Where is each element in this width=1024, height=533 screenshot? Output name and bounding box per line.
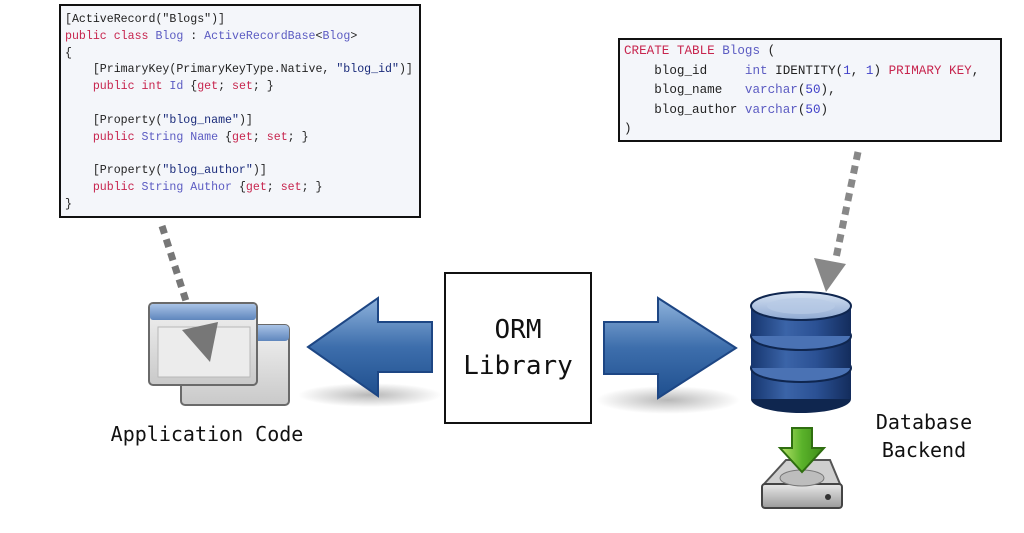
- code-token: {: [218, 130, 232, 144]
- code-token: public class: [65, 29, 156, 43]
- code-token: varchar: [744, 83, 798, 98]
- code-line: [PrimaryKey(PrimaryKeyType.Native, "blog…: [65, 62, 415, 79]
- code-token: )]: [238, 113, 253, 127]
- code-token: blog_id: [624, 63, 745, 78]
- code-token: >: [350, 29, 358, 43]
- code-token: )]: [398, 63, 413, 77]
- code-token: Id: [169, 80, 184, 94]
- code-token: String Author: [141, 180, 232, 194]
- code-token: ): [624, 122, 632, 137]
- code-line: }: [65, 197, 415, 214]
- code-token: ,: [971, 63, 980, 78]
- code-token: 50: [805, 83, 821, 98]
- code-token: {: [231, 180, 246, 194]
- code-token: IDENTITY(: [767, 63, 844, 78]
- database-stack-icon: [750, 291, 852, 413]
- code-token: get: [245, 180, 267, 194]
- database-backend-label: Database Backend: [862, 408, 986, 464]
- code-token: ;: [266, 180, 281, 194]
- code-token: }: [65, 197, 72, 211]
- code-token: ; }: [301, 180, 323, 194]
- code-token: set: [266, 130, 288, 144]
- code-token: get: [231, 130, 253, 144]
- code-token: (: [797, 83, 806, 98]
- code-line: CREATE TABLE Blogs (: [624, 42, 996, 62]
- right-arrow: [596, 296, 740, 414]
- code-token: [Property(: [65, 164, 163, 178]
- code-line: [Property("blog_name")]: [65, 113, 415, 130]
- code-token: ;: [218, 80, 233, 94]
- code-token: ,: [850, 63, 866, 78]
- application-code-label: Application Code: [110, 422, 304, 446]
- code-token: int: [744, 63, 768, 78]
- code-token: "blog_id": [336, 63, 399, 77]
- code-token: public int: [65, 80, 170, 94]
- code-token: {: [183, 80, 198, 94]
- code-token: set: [232, 80, 253, 94]
- code-line: public String Author {get; set; }: [65, 180, 415, 197]
- sql-code-box: CREATE TABLE Blogs ( blog_id int IDENTIT…: [618, 38, 1002, 142]
- code-token: set: [280, 180, 302, 194]
- code-token: [PrimaryKey(PrimaryKeyType.Native,: [65, 63, 337, 77]
- code-line: public int Id {get; set; }: [65, 79, 415, 96]
- code-token: Blog: [322, 29, 351, 43]
- code-token: Blog: [155, 29, 184, 43]
- code-token: {: [65, 46, 72, 60]
- code-line: blog_author varchar(50): [624, 101, 996, 121]
- code-line: blog_id int IDENTITY(1, 1) PRIMARY KEY,: [624, 62, 996, 82]
- code-token: (: [760, 44, 776, 58]
- orm-library-box: ORM Library: [444, 272, 592, 424]
- code-token: blog_name: [624, 83, 745, 98]
- code-token: public: [65, 130, 142, 144]
- code-line: [ActiveRecord("Blogs")]: [65, 12, 415, 29]
- orm-label-line2: Library: [463, 351, 573, 381]
- application-windows-icon: [148, 302, 290, 406]
- left-arrow: [298, 296, 442, 407]
- code-token: ): [873, 63, 889, 78]
- code-token: )]: [252, 164, 267, 178]
- code-token: ): [820, 102, 829, 117]
- code-token: [ActiveRecord("Blogs")]: [65, 13, 226, 26]
- code-token: ),: [820, 83, 836, 98]
- code-token: Blogs: [722, 44, 761, 58]
- code-token: ; }: [287, 130, 309, 144]
- code-token: get: [197, 80, 219, 94]
- code-token: <: [315, 29, 323, 43]
- code-line: ): [624, 120, 996, 140]
- code-token: 50: [805, 102, 821, 117]
- code-token: String Name: [141, 130, 219, 144]
- database-label-line2: Backend: [881, 438, 967, 462]
- csharp-code-box: [ActiveRecord("Blogs")] public class Blog…: [59, 4, 421, 218]
- code-line: public String Name {get; set; }: [65, 130, 415, 147]
- code-token: "blog_name": [162, 113, 239, 127]
- code-token: public: [65, 180, 142, 194]
- code-token: ActiveRecordBase: [204, 29, 316, 43]
- orm-label-line1: ORM: [494, 315, 542, 345]
- code-line: blog_name varchar(50),: [624, 81, 996, 101]
- code-token: ;: [252, 130, 267, 144]
- code-token: (: [797, 102, 806, 117]
- code-token: [Property(: [65, 113, 163, 127]
- code-token: blog_author: [624, 102, 745, 117]
- connector-sql-to-db: [814, 151, 862, 292]
- code-token: CREATE TABLE: [624, 44, 723, 58]
- code-token: PRIMARY KEY: [888, 63, 972, 78]
- code-token: ; }: [252, 80, 274, 94]
- code-token: 1: [865, 63, 874, 78]
- code-line: {: [65, 46, 415, 63]
- code-token: "blog_author": [162, 164, 253, 178]
- code-token: :: [183, 29, 205, 43]
- database-label-line1: Database: [875, 410, 973, 434]
- code-line: public class Blog : ActiveRecordBase<Blo…: [65, 29, 415, 46]
- code-token: varchar: [744, 102, 798, 117]
- code-token: 1: [843, 63, 851, 78]
- code-line: [Property("blog_author")]: [65, 163, 415, 180]
- hard-drive-download-icon: [761, 427, 843, 509]
